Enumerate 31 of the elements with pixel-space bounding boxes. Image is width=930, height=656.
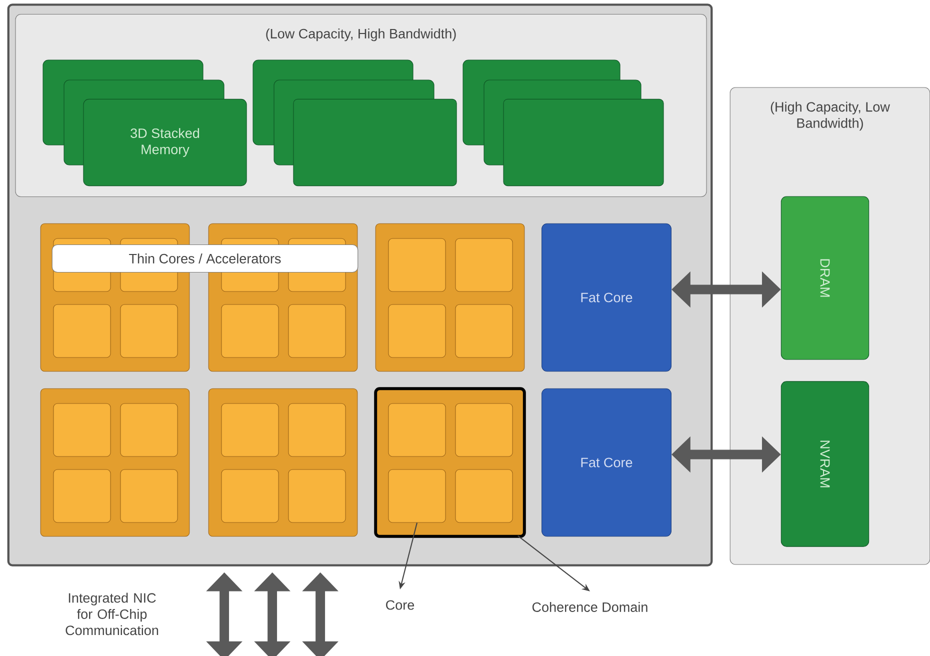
- core-box: [388, 304, 446, 358]
- core-box: [288, 403, 346, 457]
- fat-core-box: Fat Core: [542, 388, 672, 537]
- core-box: [120, 469, 178, 523]
- memory-stack: [252, 60, 457, 186]
- core-box: [53, 469, 111, 523]
- core-box: [53, 403, 111, 457]
- core-box: [455, 238, 513, 292]
- text-label-box: Thin Cores / Accelerators: [52, 244, 358, 273]
- core-box: [455, 304, 513, 358]
- fat-core-box: Fat Core: [542, 223, 672, 372]
- core-box: [455, 469, 513, 523]
- memory-stack: [462, 60, 664, 186]
- memory-module: NVRAM: [780, 381, 870, 547]
- callout-text: Core: [386, 600, 414, 610]
- core-box: [53, 304, 111, 358]
- memory-module: DRAM: [780, 196, 870, 360]
- core-box: [221, 403, 279, 457]
- core-box: [120, 403, 178, 457]
- memory-stack: 3D Stacked Memory: [42, 60, 247, 186]
- core-box: [221, 304, 279, 358]
- core-box: [455, 403, 513, 457]
- core-box: [288, 469, 346, 523]
- core-box: [388, 403, 446, 457]
- core-box: [120, 304, 178, 358]
- core-box: [388, 469, 446, 523]
- core-box: [288, 304, 346, 358]
- core-box: [221, 469, 279, 523]
- callout-text: Coherence Domain: [532, 602, 648, 612]
- core-box: [388, 238, 446, 292]
- note-text: Integrated NIC for Off-Chip Communication: [66, 592, 158, 636]
